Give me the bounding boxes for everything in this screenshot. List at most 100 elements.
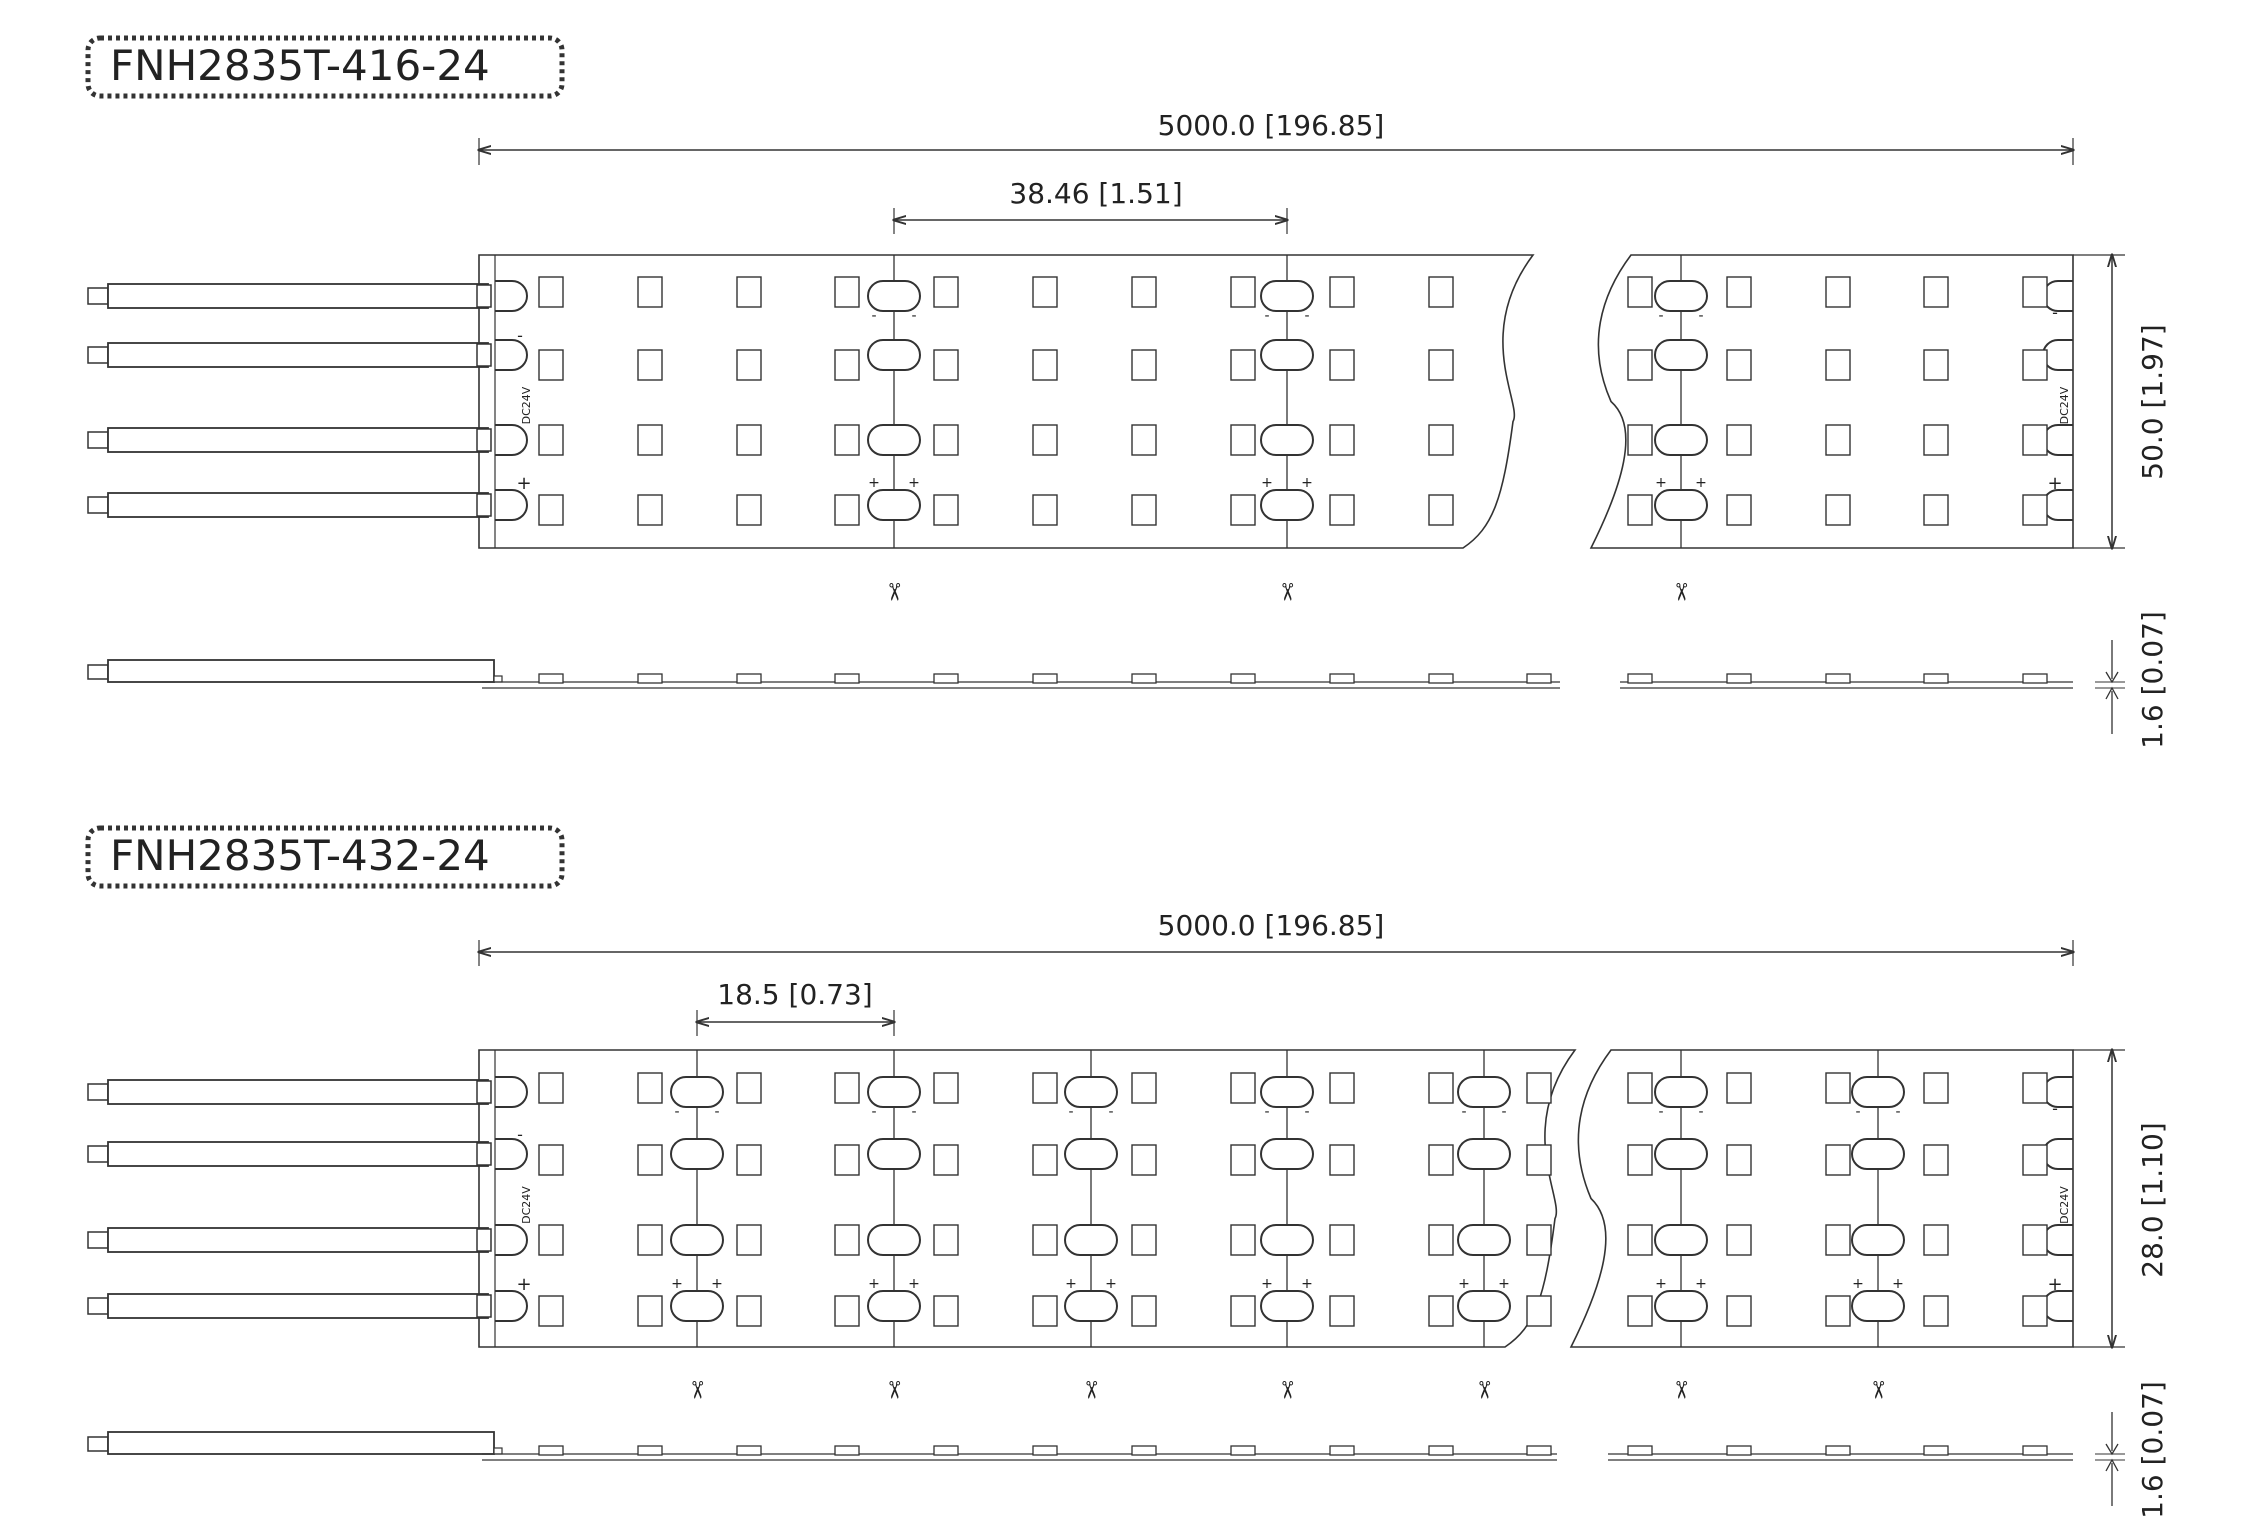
side-led [1329, 1445, 1355, 1456]
led-chip [1526, 1072, 1552, 1104]
led-chip [1825, 1295, 1851, 1327]
model-label-box [85, 825, 565, 889]
led-chip [1428, 424, 1454, 456]
side-led [1726, 1445, 1752, 1456]
led-chip [2022, 1224, 2048, 1256]
led-chip [736, 1295, 762, 1327]
wire-tip [87, 1145, 109, 1163]
led-chip [933, 1295, 959, 1327]
polarity-pos: + [1065, 1276, 1077, 1292]
led-chip [637, 349, 663, 381]
led-chip [1131, 276, 1157, 308]
polarity-neg: - [911, 1104, 916, 1120]
led-chip [538, 494, 564, 526]
polarity-neg: - [1698, 308, 1703, 324]
side-led [1923, 673, 1949, 684]
led-chip [538, 1144, 564, 1176]
solder-pad [1457, 1224, 1511, 1256]
solder-pad [1654, 280, 1708, 312]
voltage-label: DC24V [2058, 1186, 2071, 1224]
led-chip [637, 276, 663, 308]
led-chip [1230, 1224, 1256, 1256]
width-dimension-label: 50.0 [1.97] [2136, 324, 2169, 479]
side-led [1923, 1445, 1949, 1456]
led-chip [1428, 276, 1454, 308]
led-chip [1526, 1144, 1552, 1176]
length-dimension-label: 5000.0 [196.85] [1158, 109, 1385, 142]
polarity-pos: + [516, 473, 531, 494]
start-pad [495, 1224, 528, 1256]
solder-pad [1654, 1138, 1708, 1170]
wire-tip [87, 431, 109, 449]
led-chip [1032, 1295, 1058, 1327]
solder-pad [1260, 424, 1314, 456]
solder-pad [1457, 1076, 1511, 1108]
strip-main-outline [478, 254, 1535, 549]
led-chip [1825, 424, 1851, 456]
led-chip [637, 424, 663, 456]
led-chip [1230, 494, 1256, 526]
led-chip [1131, 1144, 1157, 1176]
led-chip [1726, 494, 1752, 526]
model-label: FNH2835T-432-24 [110, 831, 490, 880]
scissors-icon: ✂ [683, 1380, 711, 1400]
wire [107, 1141, 489, 1167]
polarity-pos: + [1655, 1276, 1667, 1292]
solder-pad [1064, 1224, 1118, 1256]
led-chip [637, 1224, 663, 1256]
solder-pad [1064, 1076, 1118, 1108]
start-pad [495, 1138, 528, 1170]
solder-pad [1260, 339, 1314, 371]
led-chip [736, 494, 762, 526]
wire-tip [87, 1083, 109, 1101]
side-wire-tip [87, 664, 109, 680]
led-chip [1131, 494, 1157, 526]
wire-tip [87, 1231, 109, 1249]
led-chip [2022, 424, 2048, 456]
polarity-neg: - [871, 1104, 876, 1120]
voltage-label: DC24V [520, 1186, 533, 1224]
side-led [933, 673, 959, 684]
polarity-pos: + [1458, 1276, 1470, 1292]
led-chip [1032, 349, 1058, 381]
led-chip [1131, 1072, 1157, 1104]
led-chip [1825, 276, 1851, 308]
solder-pad [1457, 1290, 1511, 1322]
polarity-neg: - [517, 1125, 523, 1144]
polarity-neg: - [674, 1104, 679, 1120]
polarity-pos: + [868, 1276, 880, 1292]
wire [107, 492, 489, 518]
led-chip [933, 1144, 959, 1176]
led-chip [834, 494, 860, 526]
solder-pad [1851, 1076, 1905, 1108]
wire-tip [87, 496, 109, 514]
led-chip [1329, 1144, 1355, 1176]
led-chip [736, 424, 762, 456]
led-chip [538, 1072, 564, 1104]
led-chip [1627, 276, 1653, 308]
led-chip [1825, 1144, 1851, 1176]
led-chip [1329, 349, 1355, 381]
wire-solder-tab [476, 1228, 492, 1252]
led-chip [1923, 1144, 1949, 1176]
led-chip [1923, 1072, 1949, 1104]
side-led [637, 673, 663, 684]
solder-pad [1654, 489, 1708, 521]
wire-solder-tab [476, 1142, 492, 1166]
polarity-pos: + [516, 1274, 531, 1295]
polarity-pos: + [2047, 473, 2062, 494]
polarity-pos: + [1261, 475, 1273, 491]
polarity-neg: - [1304, 1104, 1309, 1120]
side-led [834, 1445, 860, 1456]
led-chip [736, 349, 762, 381]
polarity-pos: + [1261, 1276, 1273, 1292]
led-chip [1726, 1144, 1752, 1176]
led-chip [1230, 1295, 1256, 1327]
thickness-dimension-label: 1.6 [0.07] [2136, 611, 2169, 749]
led-chip [2022, 276, 2048, 308]
led-chip [834, 1224, 860, 1256]
led-chip [1329, 424, 1355, 456]
led-chip [736, 1224, 762, 1256]
wire-solder-tab [476, 284, 492, 308]
